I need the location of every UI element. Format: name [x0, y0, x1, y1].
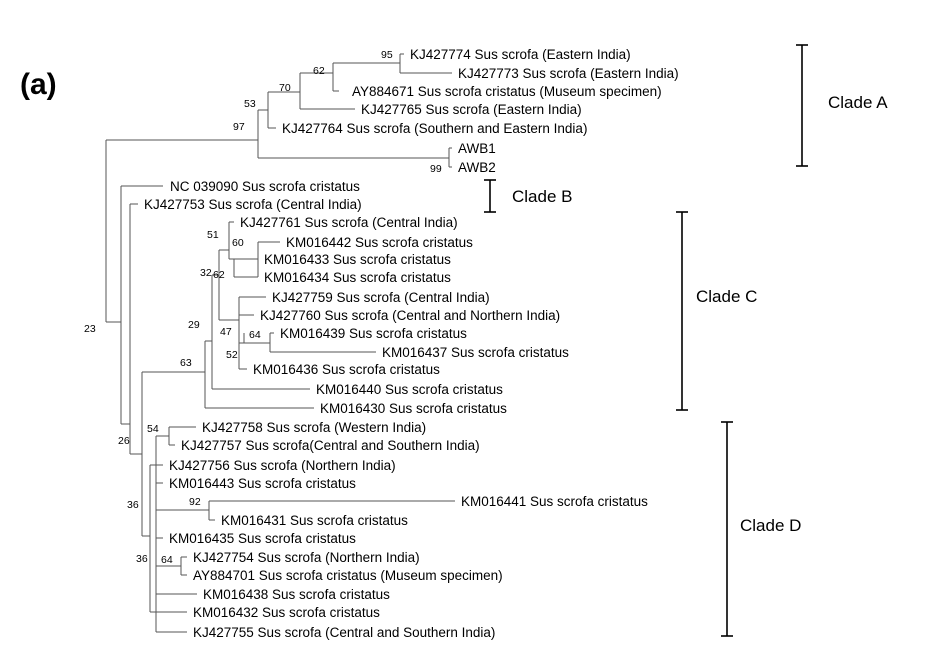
- clade-d-bracket: Clade D: [721, 421, 801, 637]
- leaf-label: KM016432 Sus scrofa cristatus: [193, 605, 380, 620]
- leaf-label: KM016435 Sus scrofa cristatus: [169, 531, 356, 546]
- leaf-labels: KJ427774 Sus scrofa (Eastern India) KJ42…: [144, 47, 679, 640]
- bootstrap-value: 36: [136, 553, 148, 565]
- leaf-label: AWB2: [458, 160, 496, 175]
- clade-brackets: Clade A Clade B Clade C Clade D: [484, 44, 888, 637]
- bootstrap-value: 63: [180, 357, 192, 369]
- leaf-label: KM016438 Sus scrofa cristatus: [203, 587, 390, 602]
- tree-branches: [105, 53, 455, 633]
- panel-label: (a): [20, 68, 57, 101]
- bootstrap-value: 62: [213, 269, 225, 281]
- leaf-label: AY884701 Sus scrofa cristatus (Museum sp…: [193, 568, 503, 583]
- leaf-label: KM016433 Sus scrofa cristatus: [264, 252, 451, 267]
- leaf-label: KJ427756 Sus scrofa (Northern India): [169, 458, 396, 473]
- clade-a-label: Clade A: [828, 93, 888, 112]
- clade-a-bracket: Clade A: [796, 44, 888, 167]
- bootstrap-value: 62: [313, 65, 325, 77]
- leaf-label: KJ427774 Sus scrofa (Eastern India): [410, 47, 631, 62]
- clade-c-bracket: Clade C: [676, 211, 757, 411]
- bootstrap-value: 64: [249, 329, 261, 341]
- leaf-label: AY884671 Sus scrofa cristatus (Museum sp…: [352, 84, 662, 99]
- leaf-label: KJ427753 Sus scrofa (Central India): [144, 197, 362, 212]
- leaf-label: NC 039090 Sus scrofa cristatus: [170, 179, 360, 194]
- leaf-label: KM016439 Sus scrofa cristatus: [280, 326, 467, 341]
- leaf-label: KM016441 Sus scrofa cristatus: [461, 494, 648, 509]
- clade-c-label: Clade C: [696, 287, 757, 306]
- leaf-label: KJ427761 Sus scrofa (Central India): [240, 215, 458, 230]
- bootstrap-value: 26: [118, 435, 130, 447]
- leaf-label: KJ427758 Sus scrofa (Western India): [202, 420, 426, 435]
- bootstrap-value: 92: [189, 496, 201, 508]
- bootstrap-value: 47: [220, 326, 232, 338]
- leaf-label: KM016434 Sus scrofa cristatus: [264, 270, 451, 285]
- leaf-label: KJ427755 Sus scrofa (Central and Souther…: [193, 625, 495, 640]
- bootstrap-value: 36: [127, 499, 139, 511]
- leaf-label: KJ427757 Sus scrofa(Central and Southern…: [181, 438, 480, 453]
- bootstrap-value: 52: [226, 349, 238, 361]
- leaf-label: KJ427773 Sus scrofa (Eastern India): [458, 66, 679, 81]
- leaf-label: KJ427764 Sus scrofa (Southern and Easter…: [282, 121, 587, 136]
- leaf-label: KJ427759 Sus scrofa (Central India): [272, 290, 490, 305]
- leaf-label: AWB1: [458, 141, 496, 156]
- bootstrap-value: 29: [188, 319, 200, 331]
- leaf-label: KM016443 Sus scrofa cristatus: [169, 476, 356, 491]
- clade-b-label: Clade B: [512, 187, 572, 206]
- leaf-label: KM016442 Sus scrofa cristatus: [286, 235, 473, 250]
- leaf-label: KM016440 Sus scrofa cristatus: [316, 382, 503, 397]
- bootstrap-value: 60: [232, 237, 244, 249]
- bootstrap-value: 97: [233, 121, 245, 133]
- leaf-label: KM016436 Sus scrofa cristatus: [253, 362, 440, 377]
- leaf-label: KJ427760 Sus scrofa (Central and Norther…: [260, 308, 560, 323]
- bootstrap-value: 70: [279, 82, 291, 94]
- bootstrap-values: 95 62 70 53 97 99 51 60 32 62 29 47 64 5…: [84, 49, 442, 566]
- leaf-label: KM016430 Sus scrofa cristatus: [320, 401, 507, 416]
- leaf-label: KJ427754 Sus scrofa (Northern India): [193, 550, 420, 565]
- bootstrap-value: 54: [147, 423, 159, 435]
- bootstrap-value: 23: [84, 323, 96, 335]
- leaf-label: KM016431 Sus scrofa cristatus: [221, 513, 408, 528]
- clade-d-label: Clade D: [740, 516, 801, 535]
- bootstrap-value: 53: [244, 98, 256, 110]
- leaf-label: KJ427765 Sus scrofa (Eastern India): [361, 102, 582, 117]
- clade-b-bracket: Clade B: [484, 179, 572, 213]
- bootstrap-value: 51: [207, 229, 219, 241]
- bootstrap-value: 99: [430, 163, 442, 175]
- bootstrap-value: 64: [161, 554, 173, 566]
- leaf-label: KM016437 Sus scrofa cristatus: [382, 345, 569, 360]
- bootstrap-value: 32: [200, 267, 212, 279]
- bootstrap-value: 95: [381, 49, 393, 61]
